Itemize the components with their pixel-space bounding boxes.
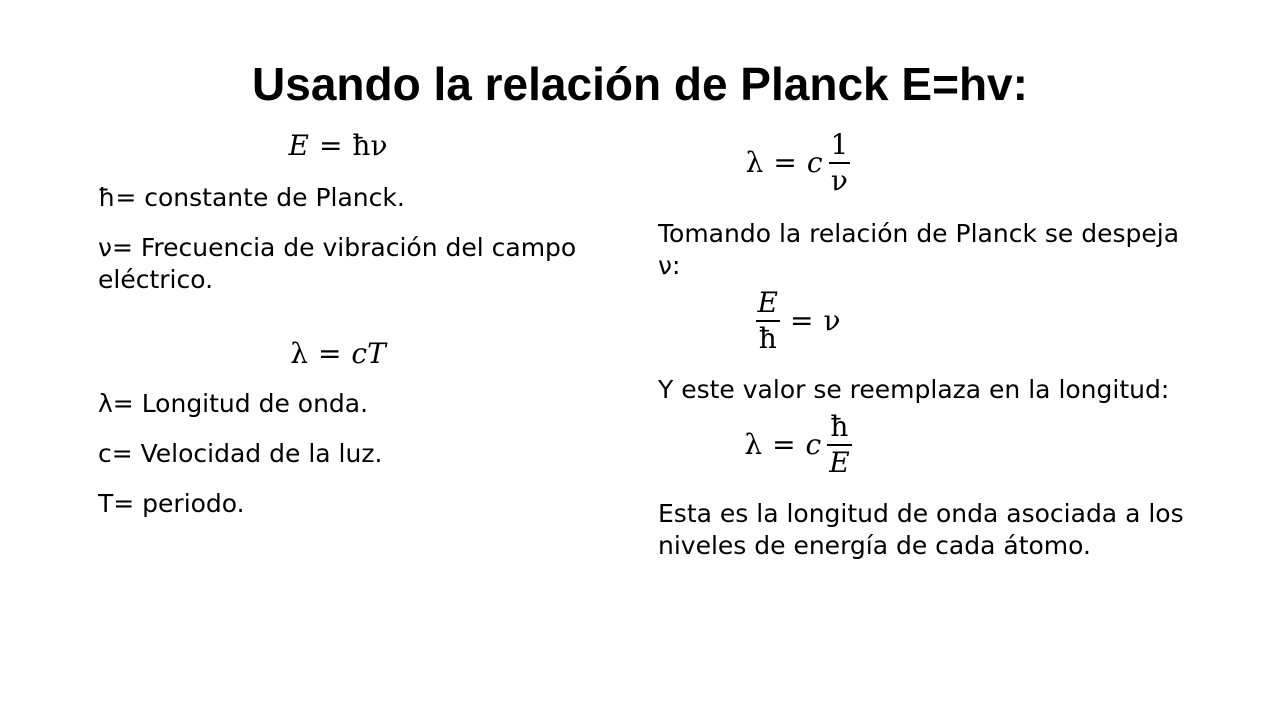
- text-replace: Y este valor se reemplaza en la longitud…: [658, 375, 1170, 404]
- text-conclusion: Esta es la longitud de onda asociada a l…: [658, 499, 1184, 560]
- left-column: E = ħν ħ= constante de Planck. ν= Frecuenc…: [98, 128, 578, 520]
- fraction-denominator: ħ: [758, 322, 777, 355]
- fraction-denominator: E: [829, 446, 850, 479]
- definition-t: T= periodo.: [98, 489, 245, 518]
- definition-lambda: λ= Longitud de onda.: [98, 389, 369, 418]
- equation-wavelength-period: λ = cT: [98, 336, 578, 374]
- definition-nu: ν= Frecuencia de vibración del campo elé…: [98, 233, 577, 294]
- eq-lhs: λ: [745, 146, 764, 179]
- text-planck-solve: Tomando la relación de Planck se despeja…: [658, 219, 1180, 280]
- definition-h: ħ= constante de Planck.: [98, 183, 405, 212]
- slide-title: Usando la relación de Planck E=hv:: [252, 58, 1028, 110]
- fraction-numerator: E: [755, 286, 780, 322]
- eq-equals: =: [789, 304, 814, 337]
- eq-rhs: cT: [351, 337, 386, 370]
- equation-energy: E = ħν: [98, 128, 578, 166]
- eq-equals: =: [317, 337, 342, 370]
- eq-equals: =: [772, 428, 796, 461]
- eq-rhs: ν: [823, 304, 841, 337]
- eq-equals: =: [318, 129, 343, 162]
- eq-coef: c: [806, 146, 823, 179]
- eq-rhs: ħν: [352, 129, 388, 162]
- definition-c: c= Velocidad de la luz.: [98, 439, 383, 468]
- eq-coef: c: [805, 428, 822, 461]
- eq-lhs: λ: [744, 428, 763, 461]
- fraction-numerator: 1: [828, 128, 851, 164]
- eq-lhs: λ: [290, 337, 308, 370]
- fraction-numerator: ħ: [827, 410, 852, 446]
- eq-lhs: E: [288, 129, 309, 162]
- fraction-denominator: ν: [830, 164, 848, 197]
- eq-equals: =: [773, 146, 797, 179]
